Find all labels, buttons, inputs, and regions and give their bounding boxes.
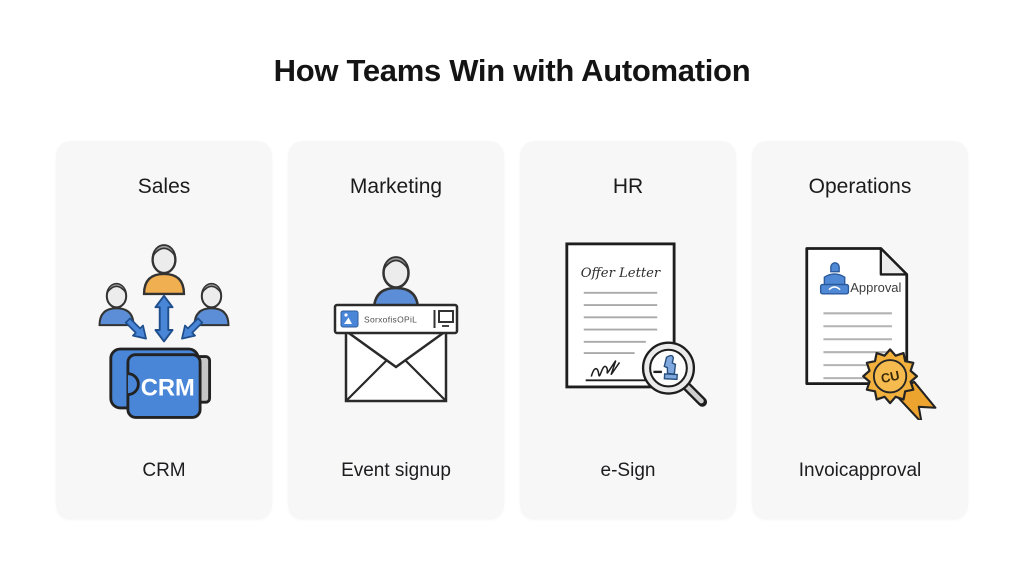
card-operations-title: Operations [808, 175, 912, 198]
pen-icon [663, 354, 678, 380]
folded-corner [879, 247, 908, 276]
signature-scribble [585, 359, 646, 381]
card-marketing-title: Marketing [349, 175, 443, 198]
crm-sync-icon: CRM [98, 243, 230, 419]
card-marketing-icon-area: SorxofisOPiL [321, 200, 471, 459]
envelope-icon [344, 329, 448, 402]
magnifier-icon [641, 341, 708, 407]
stamp-icon [819, 262, 850, 295]
photo-icon [340, 310, 359, 327]
infographic-page: How Teams Win with Automation Sales [0, 53, 1024, 519]
offer-letter-heading: Offer Letter [581, 265, 661, 280]
event-signup-email-icon: SorxofisOPiL [333, 255, 459, 402]
page-title: How Teams Win with Automation [273, 53, 751, 88]
approval-badge-icon: CU [862, 348, 937, 420]
signup-form-bar: SorxofisOPiL [333, 303, 459, 334]
person-icon [98, 282, 135, 326]
card-hr: HR Offer Letter [520, 141, 736, 519]
card-operations: Operations Approval [752, 141, 968, 519]
double-arrow-icon [154, 294, 174, 342]
card-hr-icon-area: Offer Letter [548, 200, 708, 459]
crm-box-label: CRM [141, 374, 195, 401]
person-icon [372, 255, 420, 311]
card-sales: Sales [56, 141, 272, 519]
badge-text: CU [879, 368, 900, 387]
card-sales-icon-area: CRM [88, 200, 240, 459]
card-sales-title: Sales [137, 175, 191, 198]
cards-row: Sales [0, 141, 1024, 519]
document-icon: Offer Letter [565, 241, 676, 388]
card-hr-caption: e-Sign [600, 460, 656, 481]
document-icon: Approval [805, 247, 909, 386]
approval-label: Approval [850, 280, 901, 295]
person-icon [142, 243, 186, 295]
crm-box: CRM [109, 347, 212, 419]
arrow-icon [124, 316, 147, 339]
card-hr-title: HR [612, 175, 644, 198]
chat-window-icon [433, 309, 454, 328]
card-marketing-caption: Event signup [341, 460, 451, 481]
card-marketing: Marketing [288, 141, 504, 519]
form-placeholder-text: SorxofisOPiL [364, 314, 417, 324]
text-lines [583, 291, 658, 354]
card-operations-caption: Invoicapproval [798, 460, 922, 481]
person-icon [193, 282, 230, 326]
arrow-icon [181, 316, 204, 339]
card-sales-caption: CRM [142, 460, 186, 481]
offer-letter-esign-icon: Offer Letter [565, 241, 708, 407]
invoice-approval-icon: Approval [805, 247, 937, 420]
card-operations-icon-area: Approval [779, 200, 941, 459]
